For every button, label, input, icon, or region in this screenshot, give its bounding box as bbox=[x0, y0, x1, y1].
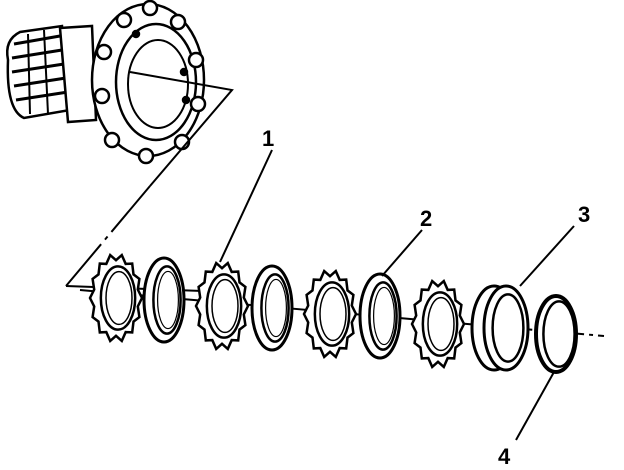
callout-2-label: 2 bbox=[420, 206, 432, 231]
plate-f bbox=[358, 272, 402, 360]
plate-b bbox=[142, 256, 186, 344]
parts-layer bbox=[88, 253, 578, 374]
callout-3-leader bbox=[519, 225, 575, 287]
callout-4-label: 4 bbox=[498, 444, 511, 469]
callout-1-label: 1 bbox=[262, 126, 274, 151]
plate-d bbox=[250, 264, 294, 352]
backing-plate bbox=[470, 284, 530, 372]
callouts: 1 2 3 4 bbox=[219, 126, 590, 469]
plate-g bbox=[410, 279, 466, 369]
callout-3-label: 3 bbox=[578, 202, 590, 227]
snap-ring bbox=[534, 294, 578, 374]
callout-2-leader bbox=[381, 229, 423, 277]
plate-a bbox=[88, 253, 144, 343]
callout-1-leader bbox=[219, 149, 273, 263]
plate-c bbox=[194, 261, 250, 351]
callout-4-leader bbox=[515, 371, 555, 441]
plate-e bbox=[302, 269, 358, 359]
clutch-housing bbox=[6, 0, 207, 165]
